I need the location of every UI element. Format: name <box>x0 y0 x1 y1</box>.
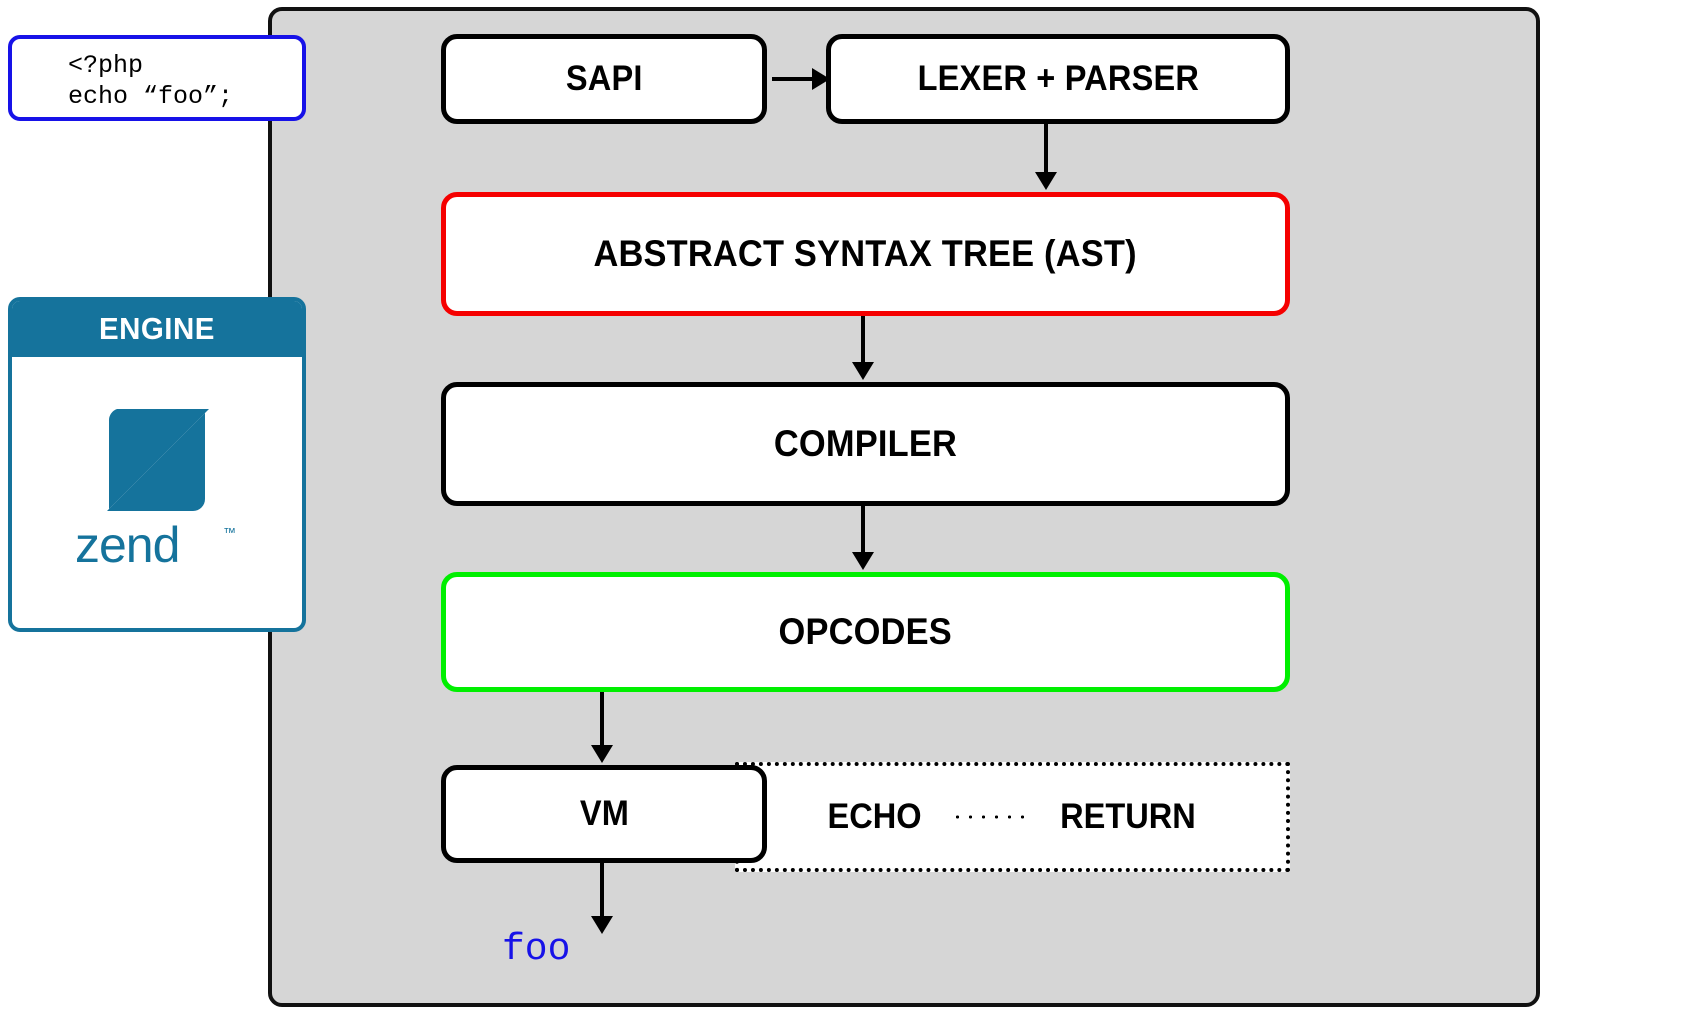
opcode-return-label: RETURN <box>1060 797 1196 836</box>
code-line-1: <?php <box>68 51 144 80</box>
engine-card-title: ENGINE <box>99 311 215 346</box>
zend-z-mark-icon <box>107 408 209 511</box>
flow-box-opcodes-label: OPCODES <box>778 611 953 652</box>
opcode-sequence-box[interactable]: ECHO RETURN <box>735 762 1290 872</box>
flow-box-opcodes[interactable]: OPCODES <box>441 572 1290 692</box>
engine-card-header: ENGINE <box>12 301 302 357</box>
arrow-compiler-to-opcodes <box>861 506 865 554</box>
php-code-snippet: <?php echo “foo”; <box>8 35 306 121</box>
code-line-2: echo “foo”; <box>68 82 234 111</box>
dotted-connector <box>951 815 1030 819</box>
arrow-lexer-to-ast <box>1044 124 1048 174</box>
svg-text:™: ™ <box>223 525 236 540</box>
flow-box-ast-label: ABSTRACT SYNTAX TREE (AST) <box>593 233 1138 274</box>
flow-box-sapi[interactable]: SAPI <box>441 34 767 124</box>
flow-box-lexer-parser-label: LEXER + PARSER <box>917 59 1199 98</box>
engine-card: ENGINE zend ™ <box>8 297 306 632</box>
flow-box-compiler-label: COMPILER <box>773 423 958 464</box>
flow-box-compiler[interactable]: COMPILER <box>441 382 1290 506</box>
flow-box-ast[interactable]: ABSTRACT SYNTAX TREE (AST) <box>441 192 1290 316</box>
flow-box-vm[interactable]: VM <box>441 765 767 863</box>
arrow-sapi-to-lexer <box>772 77 814 81</box>
arrow-opcodes-to-vm <box>600 692 604 747</box>
zend-wordmark: zend ™ <box>75 521 236 571</box>
engine-card-body: zend ™ <box>12 357 302 628</box>
opcode-echo-label: ECHO <box>827 797 922 836</box>
arrow-vm-to-output <box>600 863 604 918</box>
flow-box-sapi-label: SAPI <box>565 59 643 98</box>
output-value: foo <box>502 928 571 971</box>
flow-box-vm-label: VM <box>579 794 629 833</box>
zend-logo: zend ™ <box>67 401 247 571</box>
svg-text:zend: zend <box>75 521 179 571</box>
flow-box-lexer-parser[interactable]: LEXER + PARSER <box>826 34 1290 124</box>
arrow-ast-to-compiler <box>861 316 865 364</box>
